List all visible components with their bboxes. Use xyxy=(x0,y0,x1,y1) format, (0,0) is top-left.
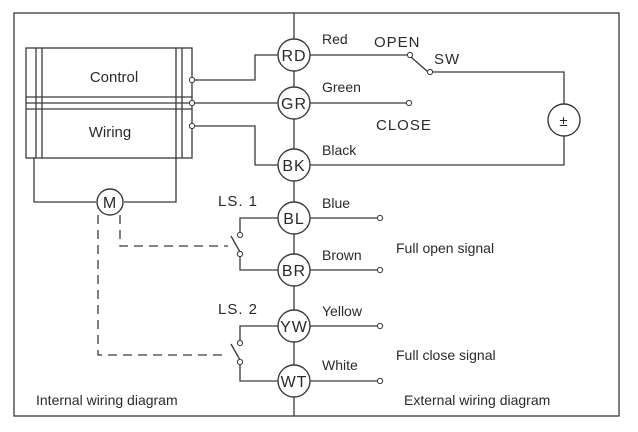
terminal-bl: BL xyxy=(277,201,311,235)
full-open-signal-label: Full open signal xyxy=(396,240,494,256)
svg-text:WT: WT xyxy=(281,374,308,391)
svg-text:RD: RD xyxy=(281,48,306,65)
terminal-wt: WT xyxy=(277,364,311,398)
terminal-bk: BK xyxy=(277,148,311,182)
terminal-yw: YW xyxy=(277,309,311,343)
motor-label: M xyxy=(103,195,117,212)
control-wiring-box: Control Wiring xyxy=(25,47,193,159)
switch-open-label: OPEN xyxy=(374,34,421,51)
ls2-label: LS. 2 xyxy=(218,301,258,318)
terminal-rd: RD xyxy=(277,38,311,72)
outer-frame xyxy=(13,12,620,417)
wire-label-yellow: Yellow xyxy=(322,303,363,319)
wire-label-red: Red xyxy=(322,31,348,47)
wire-label-green: Green xyxy=(322,79,361,95)
limit-switch-2: LS. 2 xyxy=(218,301,294,382)
external-caption: External wiring diagram xyxy=(404,392,550,408)
wire-label-blue: Blue xyxy=(322,195,350,211)
wire-label-black: Black xyxy=(322,142,357,158)
svg-text:BR: BR xyxy=(282,263,306,280)
switch-close-label: CLOSE xyxy=(376,117,432,134)
wire-label-brown: Brown xyxy=(322,247,362,263)
svg-text:BL: BL xyxy=(283,211,305,228)
terminal-gr: GR xyxy=(277,86,311,120)
wire-label-white: White xyxy=(322,357,358,373)
internal-caption: Internal wiring diagram xyxy=(36,392,178,408)
svg-text:YW: YW xyxy=(280,319,308,336)
limit-switch-1: LS. 1 xyxy=(218,193,294,271)
supply-symbol: ± xyxy=(559,113,568,130)
box-label-wiring: Wiring xyxy=(89,124,132,141)
motor-symbol: M xyxy=(96,188,124,216)
box-label-control: Control xyxy=(90,69,138,86)
power-supply: ± xyxy=(547,103,581,137)
full-close-signal-label: Full close signal xyxy=(396,347,496,363)
switch-sw-label: SW xyxy=(434,51,460,68)
terminal-br: BR xyxy=(277,253,311,287)
ls1-label: LS. 1 xyxy=(218,193,258,210)
svg-text:GR: GR xyxy=(281,96,307,113)
svg-text:BK: BK xyxy=(282,158,305,175)
